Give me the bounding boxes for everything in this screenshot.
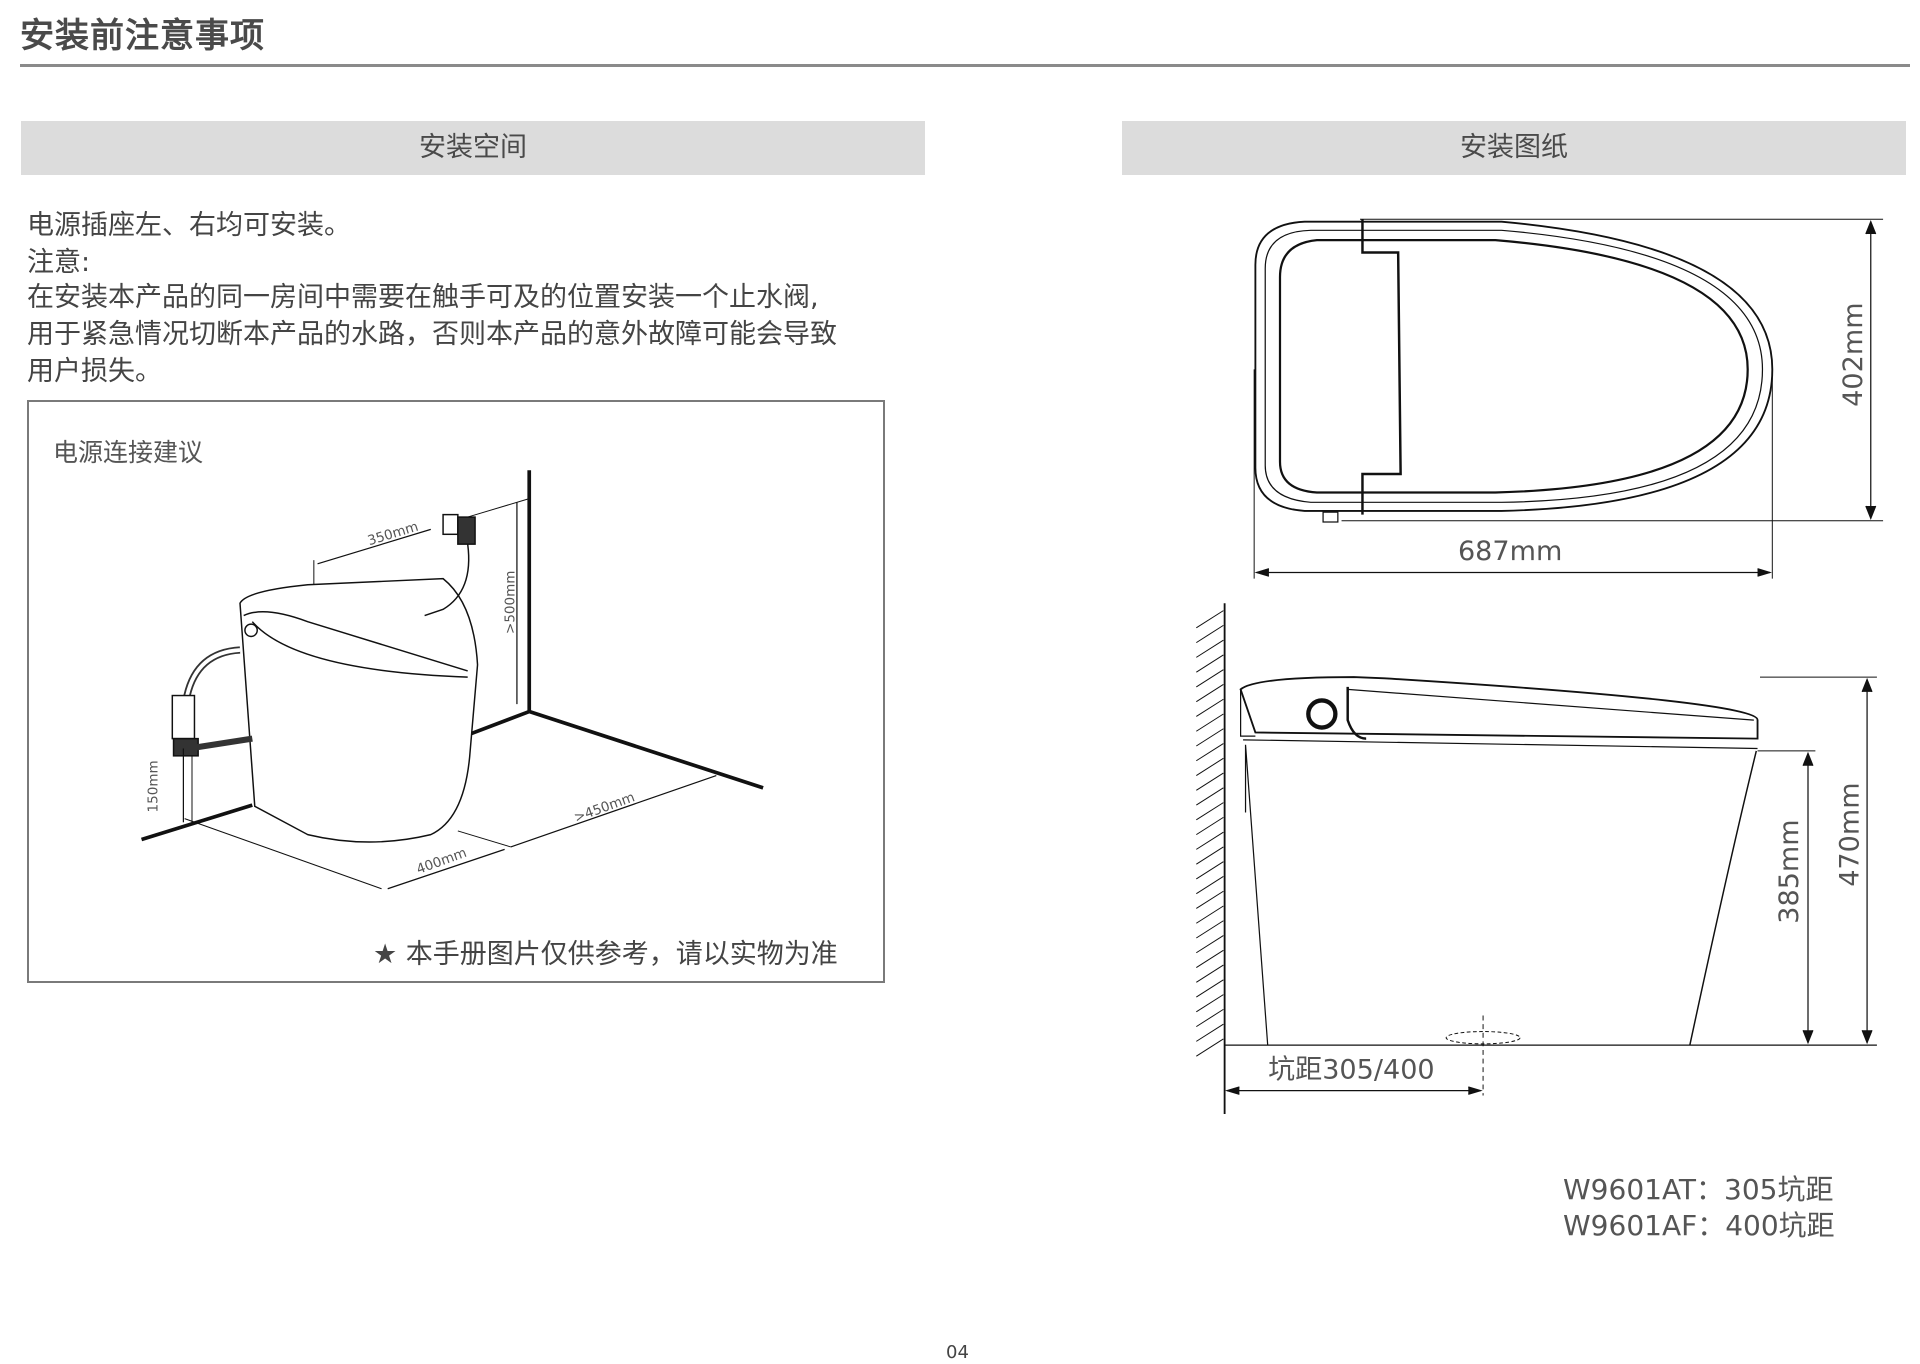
model-item: W9601AF：400坑距: [1563, 1209, 1835, 1242]
wall-hatch-line: [1196, 787, 1224, 806]
wall-hatch-line: [1196, 698, 1224, 717]
wall-hatch-line: [1196, 610, 1224, 629]
wall-hatch-line: [1196, 728, 1224, 747]
wall-hatch-line: [1196, 876, 1224, 895]
wall-hatch-line: [1196, 964, 1224, 983]
floor-edge-left: [140, 803, 253, 842]
title-divider: [20, 64, 1910, 67]
wall-hatch-line: [1196, 684, 1224, 703]
body-text-line: 用于紧急情况切断本产品的水路，否则本产品的意外故障可能会导致: [27, 319, 837, 350]
dim-width: 400mm: [414, 845, 468, 878]
dim-seat-height: 385mm: [1774, 819, 1805, 923]
wall-hatch-line: [1196, 905, 1224, 924]
dim-length: 687mm: [1458, 536, 1562, 567]
power-connection-box: [27, 400, 885, 983]
wall-hatch-line: [1196, 757, 1224, 776]
wall-hatch-line: [1196, 639, 1224, 658]
top-view-drawing: [1253, 218, 1884, 579]
page-title: 安装前注意事项: [20, 16, 265, 56]
power-connection-title: 电源连接建议: [53, 438, 204, 467]
wall-hatch-line: [1196, 669, 1224, 688]
wall-hatch-line: [1196, 654, 1224, 673]
wall-hatch-line: [1196, 743, 1224, 762]
dim-socket-height: >500mm: [502, 571, 518, 634]
wall-hatch-line: [1196, 1023, 1224, 1042]
dim-total-height: 470mm: [1834, 782, 1865, 886]
dim-depth: 402mm: [1838, 302, 1869, 406]
dim-valve-height: 150mm: [146, 760, 162, 812]
wall-hatch-line: [1196, 772, 1224, 791]
wall-hatch-line: [1196, 802, 1224, 821]
model-list: W9601AT：305坑距 W9601AF：400坑距: [1563, 1172, 1835, 1244]
wall-hatch-line: [1196, 949, 1224, 968]
side-view-drawing: [1196, 603, 1877, 1114]
wall-hatch-line: [1196, 920, 1224, 939]
reference-note: ★ 本手册图片仅供参考，请以实物为准: [373, 939, 838, 970]
dim-socket-offset: 350mm: [366, 519, 421, 550]
section-header-install-space: 安装空间: [21, 121, 925, 175]
body-text-line: 注意:: [27, 247, 91, 278]
body-text-line: 用户损失。: [27, 356, 162, 387]
page-number: 04: [946, 1342, 969, 1363]
body-text-line: 在安装本产品的同一房间中需要在触手可及的位置安装一个止水阀,: [27, 282, 819, 313]
wall-hatch-line: [1196, 846, 1224, 865]
wall-hatch-line: [1196, 994, 1224, 1013]
wall-hatch-line: [1196, 831, 1224, 850]
wall-hatch-line: [1196, 624, 1224, 644]
section-header-install-drawing: 安装图纸: [1122, 121, 1906, 175]
body-text-line: 电源插座左、右均可安装。: [27, 210, 351, 241]
wall-hatch-line: [1196, 979, 1224, 998]
wall-hatch-line: [1196, 1008, 1224, 1028]
dim-rough-in: 坑距305/400: [1268, 1054, 1435, 1085]
wall-hatch-line: [1196, 816, 1224, 836]
toilet-isometric-illustration: [140, 470, 764, 890]
model-item: W9601AT：305坑距: [1563, 1173, 1834, 1206]
dim-front-clearance: >450mm: [572, 789, 637, 826]
wall-hatch-line: [1196, 1038, 1224, 1057]
wall-hatch-line: [1196, 935, 1224, 954]
wall-hatch-line: [1196, 713, 1224, 732]
floor-edge-right: [528, 709, 764, 790]
wall-hatch-line: [1196, 861, 1224, 880]
wall-hatch-line: [1196, 890, 1224, 909]
